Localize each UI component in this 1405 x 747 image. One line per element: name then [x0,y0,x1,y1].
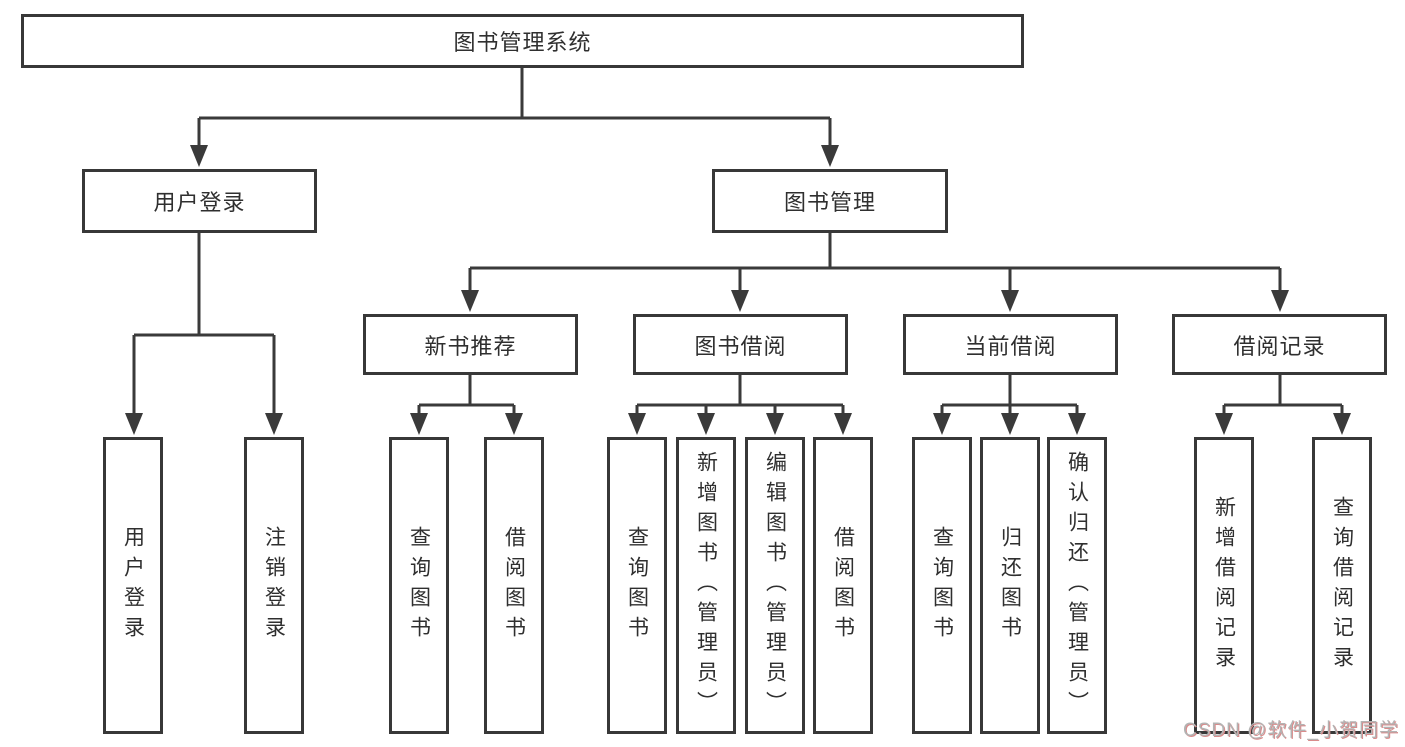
node-label: 查询图书 [407,525,431,646]
leaf-logout: 注销登录 [244,437,304,734]
node-current-borrowing: 当前借阅 [903,314,1118,375]
node-label: 编辑图书（管理员） [763,450,787,721]
node-label: 新书推荐 [424,333,517,359]
leaf-user-login: 用户登录 [103,437,163,734]
leaf-add-book-admin: 新增图书（管理员） [676,437,736,734]
leaf-return-book: 归还图书 [980,437,1040,734]
node-label: 借阅记录 [1233,333,1326,359]
node-borrowing-records: 借阅记录 [1172,314,1387,375]
leaf-borrow-books-borrowing: 借阅图书 [813,437,873,734]
leaf-query-borrow-record: 查询借阅记录 [1312,437,1372,734]
node-label: 新增借阅记录 [1212,495,1236,676]
node-label: 确认归还（管理员） [1065,450,1089,721]
node-label: 图书借阅 [694,333,787,359]
leaf-query-books-newbook: 查询图书 [389,437,449,734]
node-label: 当前借阅 [964,333,1057,359]
connector-book-mgmt [461,233,1289,312]
node-label: 查询图书 [625,525,649,646]
node-label: 图书管理 [783,190,876,215]
connector-new-book [410,375,523,435]
node-user-login: 用户登录 [82,169,317,233]
csdn-watermark: CSDN @软件_小贺同学 [1183,720,1399,741]
node-book-borrowing: 图书借阅 [633,314,848,375]
connector-borrow-record [1215,375,1351,435]
node-book-management: 图书管理 [712,169,948,233]
node-label: 注销登录 [262,525,286,646]
connector-user-login [125,233,283,435]
node-label: 查询借阅记录 [1330,495,1354,676]
node-label: 借阅图书 [831,525,855,646]
node-label: 归还图书 [998,525,1022,646]
connector-book-borrow [628,375,852,435]
connector-current-borrow [933,375,1086,435]
node-label: 新增图书（管理员） [694,450,718,721]
node-library-management-system: 图书管理系统 [21,14,1024,68]
leaf-query-books-borrowing: 查询图书 [607,437,667,734]
leaf-confirm-return-admin: 确认归还（管理员） [1047,437,1107,734]
leaf-edit-book-admin: 编辑图书（管理员） [745,437,805,734]
node-label: 借阅图书 [502,525,526,646]
node-label: 查询图书 [930,525,954,646]
connector-root [190,68,839,167]
node-label: 用户登录 [121,525,145,646]
leaf-add-borrow-record: 新增借阅记录 [1194,437,1254,734]
node-new-book-recommend: 新书推荐 [363,314,578,375]
node-label: 图书管理系统 [453,30,592,55]
node-label: 用户登录 [153,190,246,215]
leaf-borrow-books-newbook: 借阅图书 [484,437,544,734]
leaf-query-books-current: 查询图书 [912,437,972,734]
